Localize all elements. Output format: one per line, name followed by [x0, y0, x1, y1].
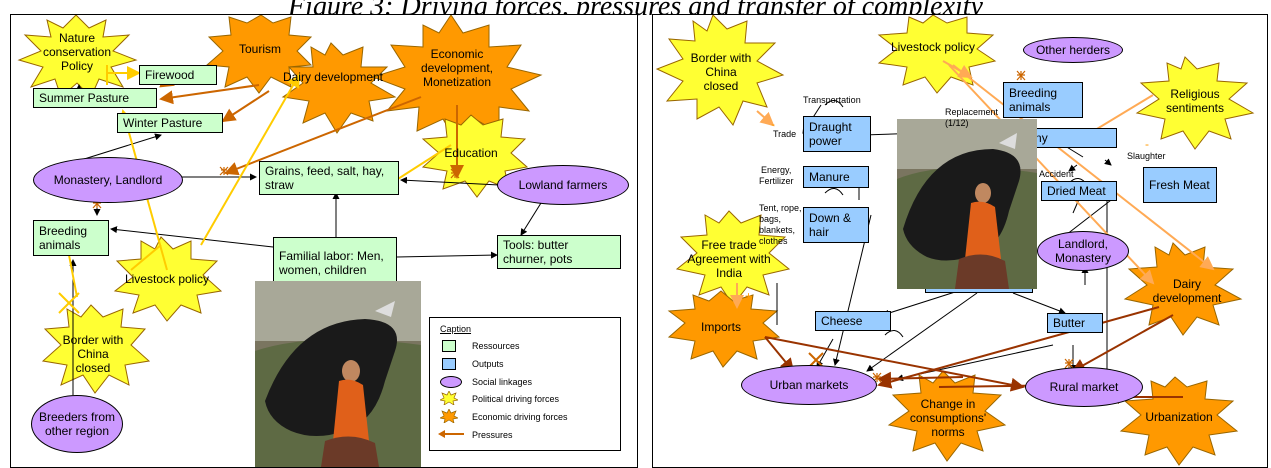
- legend-pressures: Pressures: [472, 430, 513, 440]
- dairy-star: Dairy development: [1152, 277, 1222, 305]
- right-panel: Border with China closed Livestock polic…: [652, 14, 1268, 468]
- tent-label-4: clothes: [759, 236, 788, 246]
- tourism-star-shape: [205, 15, 313, 94]
- breeding-animals-box: Breeding animals: [33, 220, 109, 256]
- trade-label: Trade: [773, 129, 797, 139]
- nature-star: Nature conservation Policy: [42, 31, 112, 73]
- monastery-oval: Monastery, Landlord: [33, 157, 183, 203]
- border-star-shape: [655, 15, 785, 126]
- yak-milking-photo: [255, 281, 421, 467]
- grains-box: Grains, feed, salt, hay, straw: [259, 161, 399, 195]
- legend-political: Political driving forces: [472, 394, 560, 404]
- education-star: Education: [444, 146, 498, 160]
- tent-label-2: bags,: [759, 214, 782, 224]
- replacement-label-2: (1/12): [945, 118, 969, 128]
- imports-star: Imports: [700, 320, 741, 334]
- legend-economic: Economic driving forces: [472, 412, 568, 422]
- summer-pasture-box: Summer Pasture: [33, 88, 157, 108]
- freetrade-star: Free trade Agreement with India: [687, 238, 771, 280]
- fertilizer-label: Fertilizer: [759, 176, 794, 186]
- plus-sign: +: [745, 289, 753, 303]
- tent-label-1: Tent, rope,: [759, 203, 802, 213]
- landlord-monastery-oval: Landlord, Monastery: [1037, 231, 1129, 271]
- minus-sign-2: -: [1145, 137, 1149, 151]
- yak-milking-photo: [897, 119, 1037, 289]
- tent-label-3: blankets,: [759, 225, 796, 235]
- legend-social: Social linkages: [472, 377, 533, 387]
- religious-star: Religious sentiments: [1165, 87, 1225, 115]
- dairy-star: Dairy development: [282, 70, 384, 84]
- fresh-meat-box: Fresh Meat: [1143, 167, 1217, 203]
- tourism-star: Tourism: [238, 42, 281, 56]
- draught-power-box: Draught power: [803, 116, 871, 152]
- urbanization-star-shape: [1119, 376, 1239, 466]
- imports-star-shape: [667, 290, 781, 368]
- dried-meat-box: Dried Meat: [1041, 181, 1117, 201]
- winter-pasture-box: Winter Pasture: [117, 113, 223, 133]
- lowland-oval: Lowland farmers: [497, 165, 629, 205]
- legend-outputs-swatch: [442, 358, 456, 370]
- down-hair-box: Down & hair: [803, 207, 869, 243]
- religious-star-shape: [1135, 56, 1255, 150]
- dairy-star-shape: [281, 42, 397, 134]
- legend: Caption Ressources Outputs Social linkag…: [429, 317, 621, 451]
- transportation-label: Transportation: [803, 95, 861, 105]
- energy-label: Energy,: [761, 165, 792, 175]
- livestock-star: Livestock policy: [124, 272, 210, 286]
- livestock-star: Livestock policy: [890, 40, 976, 54]
- livestock-star-shape: [113, 236, 223, 322]
- change-star-shape: [887, 370, 1007, 462]
- rural-market-oval: Rural market: [1025, 367, 1143, 407]
- left-panel: Nature conservation Policy Tourism Dairy…: [10, 14, 638, 468]
- slaughter-label: Slaughter: [1127, 151, 1166, 161]
- butter-box: Butter: [1047, 313, 1103, 333]
- change-star: Change in consumptions' norms: [909, 397, 987, 439]
- urban-markets-oval: Urban markets: [741, 365, 877, 405]
- familial-labor-box: Familial labor: Men, women, children: [273, 237, 397, 289]
- border-star: Border with China closed: [62, 333, 124, 375]
- replacement-label-1: Replacement: [945, 107, 999, 117]
- legend-outputs: Outputs: [472, 359, 504, 369]
- right-connections: [655, 15, 1255, 466]
- cheese-box: Cheese: [815, 311, 891, 331]
- legend-economic-swatch: [440, 409, 458, 423]
- border-star: Border with China closed: [690, 51, 752, 93]
- breeding-animals-box: Breeding animals: [1003, 82, 1083, 118]
- urbanization-star: Urbanization: [1145, 410, 1213, 424]
- manure-box: Manure: [803, 166, 869, 188]
- legend-pressure-swatch: [438, 430, 464, 438]
- burst-marks: [92, 166, 460, 209]
- burst-marks: [872, 70, 1074, 383]
- accident-label: Accident: [1039, 169, 1074, 179]
- legend-political-swatch: [440, 391, 458, 405]
- firewood-box: Firewood: [139, 65, 217, 85]
- economic-star: Economic development, Monetization: [420, 47, 494, 89]
- breeders-oval: Breeders from other region: [31, 395, 123, 453]
- legend-social-swatch: [440, 376, 462, 388]
- border-star-shape: [41, 304, 151, 394]
- left-connections: [17, 15, 543, 395]
- other-herders-oval: Other herders: [1023, 37, 1123, 63]
- legend-resources: Ressources: [472, 341, 520, 351]
- legend-resources-swatch: [442, 340, 456, 352]
- minus-sign-1: -: [771, 117, 775, 131]
- tools-box: Tools: butter churner, pots: [497, 235, 621, 269]
- legend-caption: Caption: [440, 324, 472, 334]
